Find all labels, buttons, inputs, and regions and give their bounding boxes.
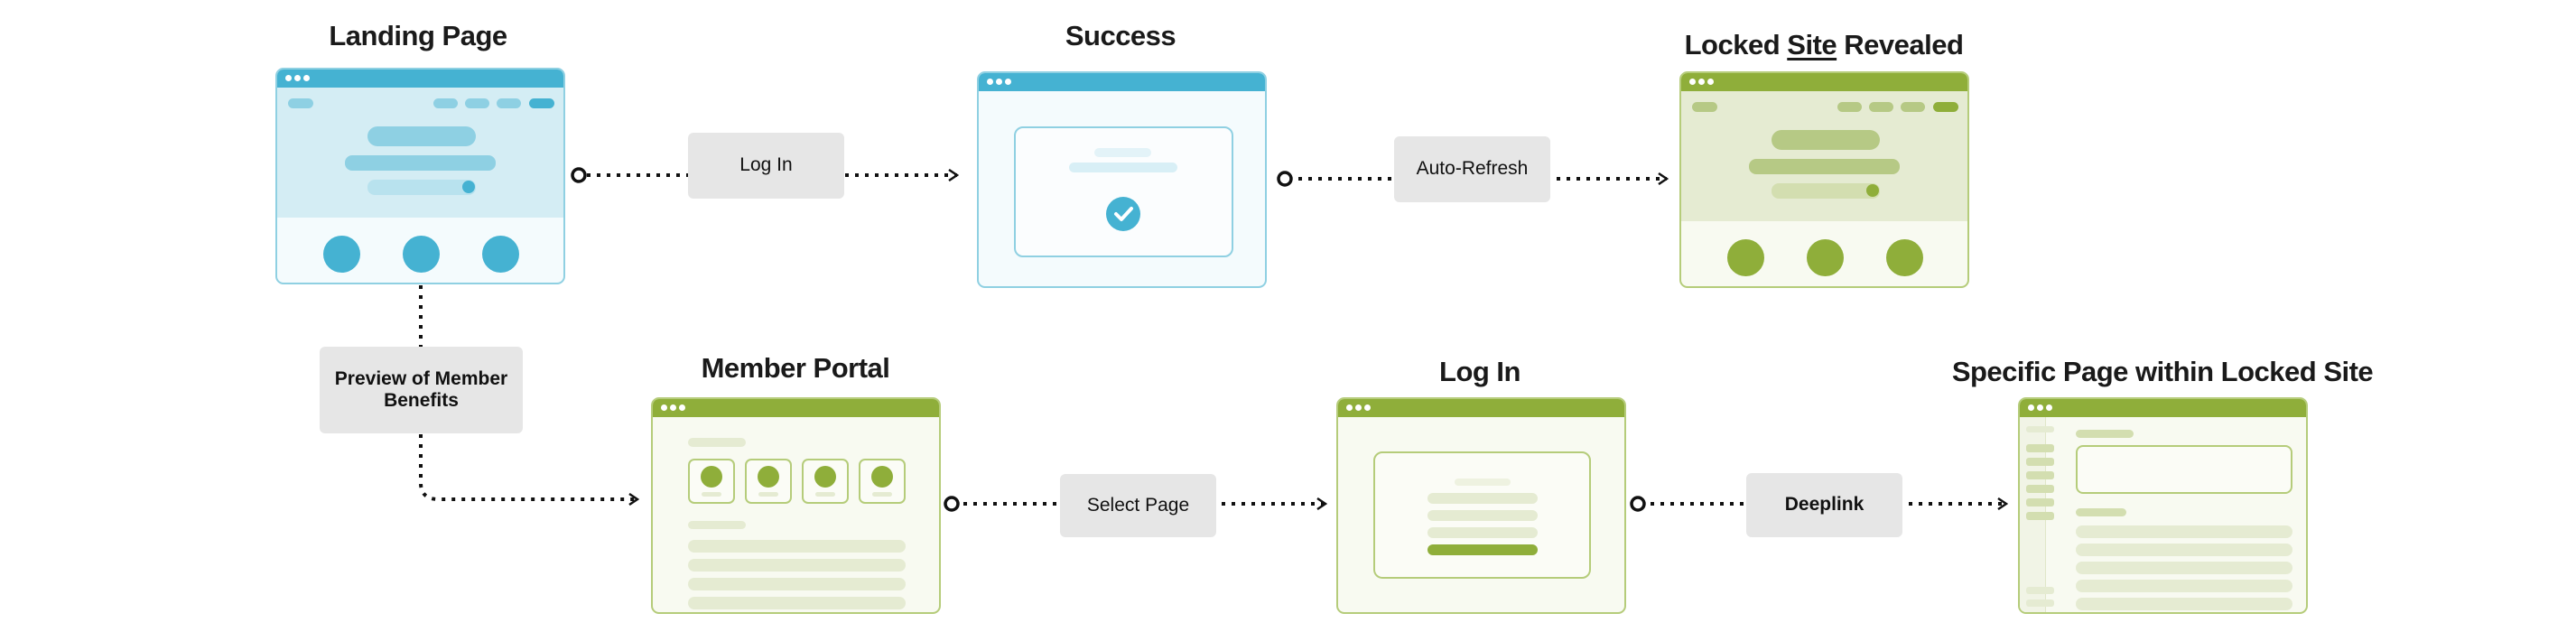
connector-preview xyxy=(419,285,637,499)
step-select-page: Select Page xyxy=(1060,474,1216,537)
step-log-in: Log In xyxy=(688,133,844,199)
member-portal-window xyxy=(651,397,941,614)
page-card-3 xyxy=(802,459,849,504)
locked-site-revealed-title: Locked Site Revealed xyxy=(1684,29,1964,60)
page-card-1 xyxy=(688,459,735,504)
sidebar xyxy=(2020,417,2054,612)
page-card-2 xyxy=(745,459,792,504)
success-dialog xyxy=(1014,126,1233,257)
specific-page-window xyxy=(2018,397,2308,614)
connector-start-auto-refresh xyxy=(1277,171,1293,187)
connector-start-deeplink xyxy=(1630,496,1646,512)
member-portal-title: Member Portal xyxy=(701,352,890,384)
log-in-window xyxy=(1336,397,1626,614)
landing-page-window xyxy=(275,68,565,284)
window-titlebar xyxy=(979,73,1265,91)
window-titlebar xyxy=(2020,399,2306,417)
feature-circle-1 xyxy=(323,236,360,273)
specific-page-title: Specific Page within Locked Site xyxy=(1951,356,2374,387)
page-card-4 xyxy=(859,459,906,504)
feature-circle-1 xyxy=(1727,239,1764,276)
step-preview-member-benefits: Preview of Member Benefits xyxy=(320,347,523,433)
window-titlebar xyxy=(277,70,563,88)
connector-start-login xyxy=(571,167,587,183)
feature-circle-3 xyxy=(482,236,519,273)
login-form xyxy=(1373,451,1591,579)
window-titlebar xyxy=(653,399,939,417)
landing-page-title: Landing Page xyxy=(329,20,507,51)
content-box xyxy=(2076,445,2292,494)
hero-section xyxy=(277,88,563,218)
locked-site-window xyxy=(1679,71,1969,288)
window-titlebar xyxy=(1338,399,1624,417)
connector-start-select-page xyxy=(944,496,960,512)
success-title: Success xyxy=(1065,20,1176,51)
window-titlebar xyxy=(1681,73,1967,91)
checkmark-icon xyxy=(1106,197,1140,231)
feature-circle-3 xyxy=(1886,239,1923,276)
log-in-title: Log In xyxy=(1439,356,1520,387)
step-auto-refresh: Auto-Refresh xyxy=(1394,136,1550,202)
step-deeplink: Deeplink xyxy=(1746,473,1902,537)
feature-circle-2 xyxy=(1807,239,1844,276)
hero-section xyxy=(1681,91,1967,221)
success-window xyxy=(977,71,1267,288)
feature-circle-2 xyxy=(403,236,440,273)
